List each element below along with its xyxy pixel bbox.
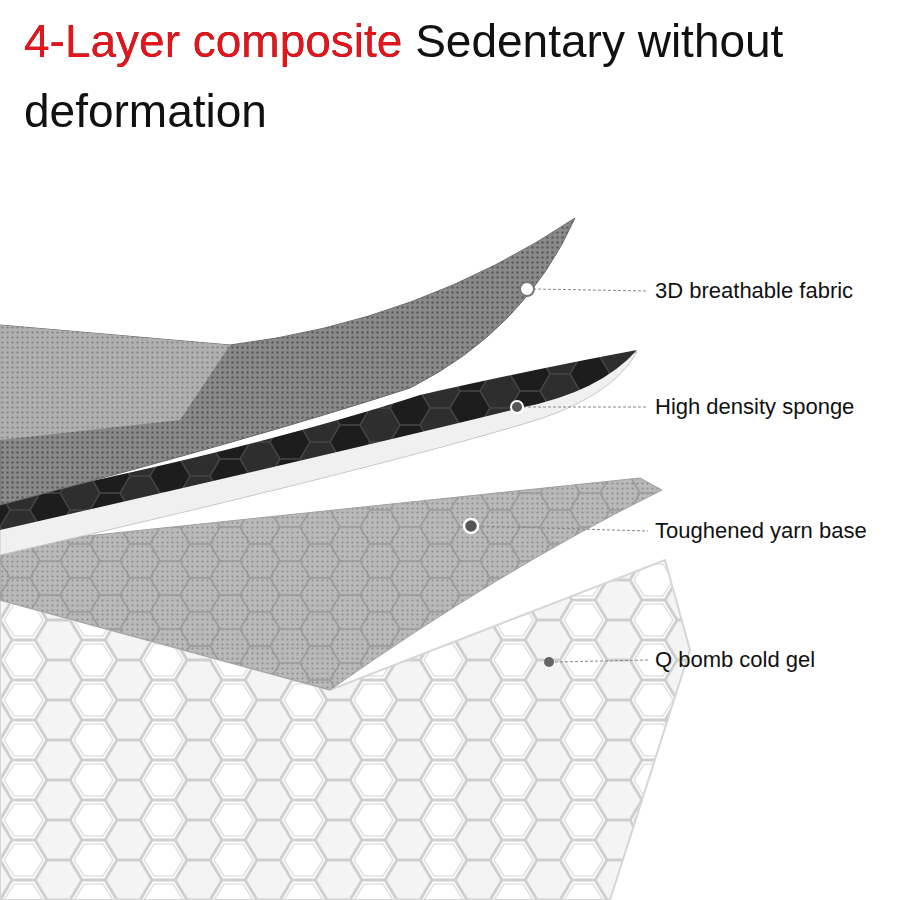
layer-label: Toughened yarn base [655, 517, 867, 545]
heading: 4-Layer composite Sedentary without defo… [24, 6, 890, 146]
layer-label: Q bomb cold gel [655, 646, 815, 674]
layer-label: High density sponge [655, 393, 854, 421]
layer-label: 3D breathable fabric [655, 277, 853, 305]
